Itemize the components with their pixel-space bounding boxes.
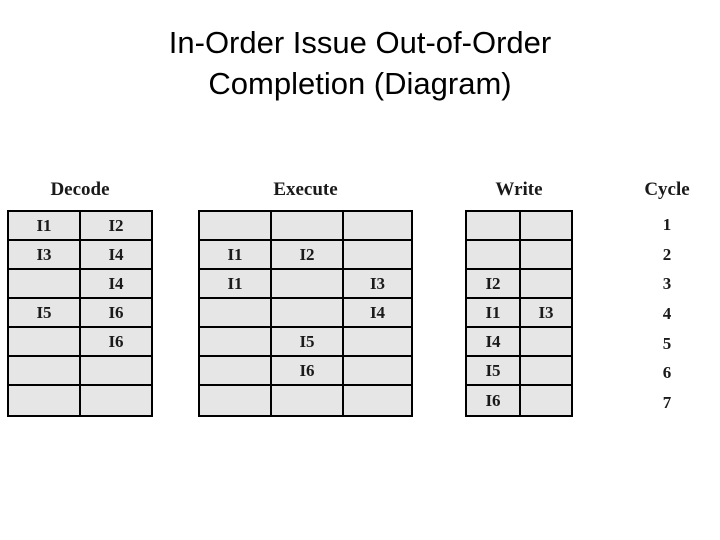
cycle-number-1: 1: [662, 215, 672, 235]
cell-write-empty: [521, 212, 571, 241]
cell-decode-i5: I5: [9, 299, 81, 328]
cell-decode-empty: [9, 386, 81, 415]
cell-write-empty: [467, 241, 521, 270]
cell-execute-empty: [200, 357, 272, 386]
cell-write-i4: I4: [467, 328, 521, 357]
cycle-number-4: 4: [662, 303, 672, 323]
cell-write-empty: [521, 386, 571, 415]
cell-write-i6: I6: [467, 386, 521, 415]
cell-write-i1: I1: [467, 299, 521, 328]
cell-decode-i6: I6: [81, 328, 151, 357]
cell-execute-empty: [200, 386, 272, 415]
cell-write-empty: [521, 241, 571, 270]
cell-execute-empty: [272, 270, 344, 299]
column-header-write: Write: [495, 179, 543, 200]
cell-decode-empty: [9, 357, 81, 386]
page-title-line-2: Completion (Diagram): [208, 66, 512, 101]
cell-decode-i2: I2: [81, 212, 151, 241]
cell-execute-empty: [272, 386, 344, 415]
cell-decode-i4: I4: [81, 241, 151, 270]
cell-execute-i4: I4: [344, 299, 411, 328]
cell-execute-i5: I5: [272, 328, 344, 357]
cell-write-i2: I2: [467, 270, 521, 299]
cell-execute-empty: [344, 212, 411, 241]
cell-decode-i6: I6: [81, 299, 151, 328]
cell-write-i5: I5: [467, 357, 521, 386]
cell-decode-empty: [81, 357, 151, 386]
cell-execute-empty: [200, 328, 272, 357]
cell-write-empty: [467, 212, 521, 241]
column-header-decode: Decode: [50, 179, 110, 200]
cell-execute-empty: [344, 241, 411, 270]
cell-execute-empty: [272, 212, 344, 241]
cell-decode-empty: [81, 386, 151, 415]
cell-execute-i3: I3: [344, 270, 411, 299]
cycle-number-7: 7: [662, 392, 672, 412]
cell-decode-i3: I3: [9, 241, 81, 270]
cell-decode-i1: I1: [9, 212, 81, 241]
page-title: In-Order Issue Out-of-Order Completion (…: [0, 22, 720, 104]
cycle-column: 1 2 3 4 5 6 7: [637, 210, 697, 417]
cell-execute-i6: I6: [272, 357, 344, 386]
cell-execute-i1: I1: [200, 241, 272, 270]
cell-write-empty: [521, 357, 571, 386]
cell-execute-i2: I2: [272, 241, 344, 270]
cell-write-empty: [521, 270, 571, 299]
cell-execute-empty: [200, 299, 272, 328]
cell-execute-empty: [344, 328, 411, 357]
column-header-execute: Execute: [273, 179, 338, 200]
cycle-number-5: 5: [662, 333, 672, 353]
cell-execute-empty: [200, 212, 272, 241]
cycle-number-2: 2: [662, 244, 672, 264]
cycle-number-3: 3: [662, 274, 672, 294]
cell-write-empty: [521, 328, 571, 357]
cell-write-i3: I3: [521, 299, 571, 328]
cell-decode-empty: [9, 328, 81, 357]
cell-decode-empty: [9, 270, 81, 299]
cell-execute-empty: [272, 299, 344, 328]
cell-execute-empty: [344, 386, 411, 415]
cell-decode-i4: I4: [81, 270, 151, 299]
page-title-line-1: In-Order Issue Out-of-Order: [168, 25, 552, 60]
cell-execute-i1: I1: [200, 270, 272, 299]
column-header-cycle: Cycle: [644, 179, 690, 200]
cell-execute-empty: [344, 357, 411, 386]
cycle-number-6: 6: [662, 363, 672, 383]
